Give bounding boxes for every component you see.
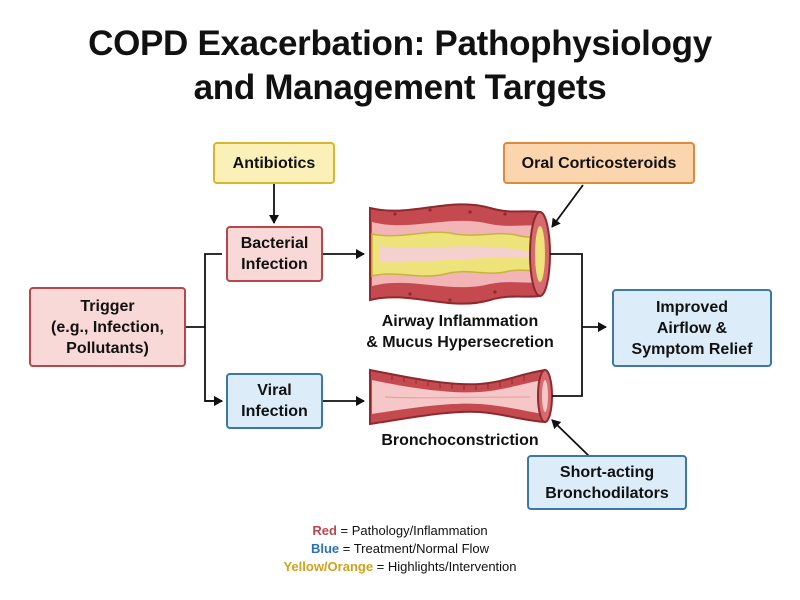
page-title: COPD Exacerbation: Pathophysiology and M…	[0, 22, 800, 110]
legend-item-blue: Blue = Treatment/Normal Flow	[0, 540, 800, 558]
viral-label-line-1: Viral	[257, 382, 292, 399]
bronchoconstriction-caption: Bronchoconstriction	[360, 430, 560, 451]
corticosteroids-label: Oral Corticosteroids	[521, 154, 677, 172]
color-legend: Red = Pathology/Inflammation Blue = Trea…	[0, 522, 800, 576]
legend-key-red: Red	[312, 523, 337, 538]
outcome-label-line-2: Airflow &	[656, 319, 728, 337]
legend-item-red: Red = Pathology/Inflammation	[0, 522, 800, 540]
bacterial-label-line-1: Bacterial	[240, 235, 309, 252]
outcome-node: Improved Airflow & Symptom Relief	[612, 289, 772, 367]
trigger-split-connector	[186, 253, 222, 401]
connectors	[186, 184, 606, 457]
outcome-label-line-3: Symptom Relief	[631, 340, 753, 358]
inflammation-caption: Airway Inflammation & Mucus Hypersecreti…	[340, 311, 580, 353]
legend-text-red: = Pathology/Inflammation	[336, 523, 488, 538]
legend-key-blue: Blue	[310, 541, 340, 556]
bronchoconstriction-caption-label: Bronchoconstriction	[381, 432, 539, 449]
trigger-node: Trigger (e.g., Infection, Pollutants)	[29, 287, 186, 367]
legend-item-yellow-orange: Yellow/Orange = Highlights/Intervention	[0, 558, 800, 576]
bronchodilators-node: Short-acting Bronchodilators	[527, 455, 687, 510]
bacterial-infection-node: Bacterial Infection	[226, 226, 323, 282]
viral-infection-node: Viral Infection	[226, 373, 323, 429]
constricted-airway-icon	[369, 368, 553, 426]
outcome-label-line-1: Improved	[655, 298, 728, 316]
legend-text-yellow-orange: = Highlights/Intervention	[373, 559, 517, 574]
antibiotics-label: Antibiotics	[232, 154, 316, 172]
antibiotics-node: Antibiotics	[213, 142, 335, 184]
trigger-label-line-2: (e.g., Infection,	[51, 318, 164, 336]
corticosteroids-to-airway-arrow	[551, 184, 584, 228]
airways-merge-connector	[550, 253, 606, 397]
bacterial-label-line-2: Infection	[241, 256, 308, 273]
inflammation-caption-line-1: Airway Inflammation	[381, 313, 539, 330]
bronchodilators-to-airway-arrow	[551, 419, 590, 457]
bronchodilators-label-line-2: Bronchodilators	[545, 484, 669, 502]
legend-key-yellow-orange: Yellow/Orange	[283, 559, 374, 574]
trigger-label-line-1: Trigger	[80, 297, 135, 315]
title-line-1: COPD Exacerbation: Pathophysiology	[88, 24, 712, 63]
oral-corticosteroids-node: Oral Corticosteroids	[503, 142, 695, 184]
title-line-2: and Management Targets	[193, 68, 607, 107]
viral-label-line-2: Infection	[241, 403, 308, 420]
trigger-label-line-3: Pollutants)	[66, 339, 149, 357]
inflamed-airway-icon	[369, 203, 551, 305]
legend-text-blue: = Treatment/Normal Flow	[339, 541, 490, 556]
bronchodilators-label-line-1: Short-acting	[559, 463, 655, 481]
inflammation-caption-line-2: & Mucus Hypersecretion	[366, 334, 554, 351]
